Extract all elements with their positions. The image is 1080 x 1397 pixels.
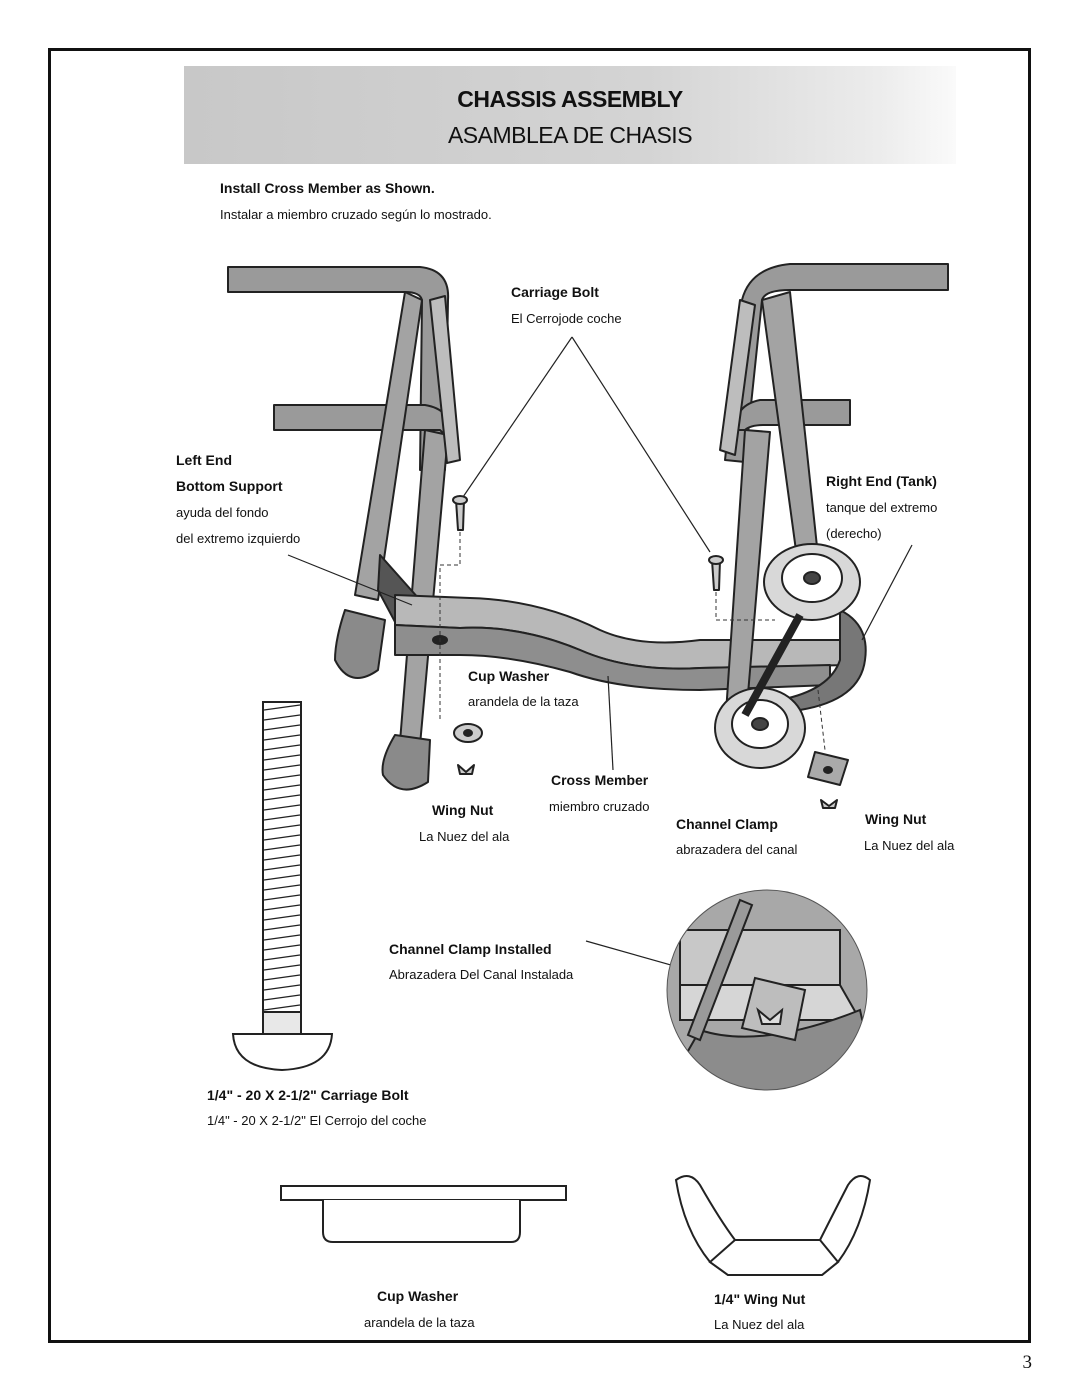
carriage-bolt-label-es: El Cerrojode coche xyxy=(511,311,622,326)
wing-nut-label-left: Wing Nut xyxy=(432,802,494,818)
carriage-bolt-label: Carriage Bolt xyxy=(511,284,599,300)
wing-nut-small-left xyxy=(457,764,475,775)
wing-nut-detail-label-es: La Nuez del ala xyxy=(714,1317,805,1332)
cup-washer-label-es: arandela de la taza xyxy=(468,694,579,709)
wing-nut-label-right: Wing Nut xyxy=(865,811,927,827)
right-end-label-es-2: (derecho) xyxy=(826,526,882,541)
channel-clamp-label-es: abrazadera del canal xyxy=(676,842,798,857)
left-rear-leg xyxy=(354,291,423,601)
bolt-spec-label-es: 1/4" - 20 X 2-1/2" El Cerrojo del coche xyxy=(207,1113,427,1128)
right-end-tank xyxy=(779,609,867,711)
cross-member-side xyxy=(394,624,831,691)
cross-member-label-es: miembro cruzado xyxy=(549,799,650,814)
cup-washer-label: Cup Washer xyxy=(468,668,550,684)
page-frame xyxy=(48,48,1031,1343)
wing-nut-small-right xyxy=(820,799,838,809)
right-end-label: Right End (Tank) xyxy=(826,473,937,489)
instruction-english: Install Cross Member as Shown. xyxy=(220,180,435,196)
wing-nut-label-right-es: La Nuez del ala xyxy=(864,838,955,853)
left-bracket xyxy=(429,295,461,464)
bolt-threads xyxy=(263,704,301,1011)
bolt-spec-label: 1/4" - 20 X 2-1/2" Carriage Bolt xyxy=(207,1087,409,1103)
channel-clamp-installed-label: Channel Clamp Installed xyxy=(389,941,552,957)
right-frame-top-rail xyxy=(724,263,949,463)
left-end-label-es-2: del extremo izquierdo xyxy=(176,531,301,546)
channel-clamp-installed-label-es: Abrazadera Del Canal Instalada xyxy=(389,967,574,982)
title-spanish: ASAMBLEA DE CHASIS xyxy=(447,122,693,148)
leader-carriage-bolt-left xyxy=(462,336,573,498)
cup-washer-detail xyxy=(280,1185,567,1243)
leader-cross-member xyxy=(607,675,614,771)
channel-clamp-installed-detail xyxy=(666,889,868,1091)
title-band xyxy=(184,66,956,164)
left-end-label: Left End xyxy=(176,452,232,468)
page-number: 3 xyxy=(1022,1352,1033,1373)
title-english: CHASSIS ASSEMBLY xyxy=(457,86,683,112)
channel-clamp-label: Channel Clamp xyxy=(676,816,778,832)
bottom-support-label: Bottom Support xyxy=(176,478,283,494)
cross-member-label: Cross Member xyxy=(551,772,649,788)
right-end-label-es-1: tanque del extremo xyxy=(826,500,938,515)
cup-washer-detail-label-es: arandela de la taza xyxy=(364,1315,475,1330)
wing-nut-detail xyxy=(674,1175,872,1276)
leader-left-end xyxy=(287,554,413,606)
wing-nut-detail-label: 1/4" Wing Nut xyxy=(714,1291,806,1307)
instruction-spanish: Instalar a miembro cruzado según lo most… xyxy=(220,207,492,222)
left-front-foot xyxy=(381,734,431,791)
wing-nut-label-left-es: La Nuez del ala xyxy=(419,829,510,844)
leader-carriage-bolt-right xyxy=(571,336,711,553)
left-end-label-es-1: ayuda del fondo xyxy=(176,505,269,520)
left-rear-foot xyxy=(334,609,386,679)
leader-right-end xyxy=(861,544,913,641)
right-bracket xyxy=(719,299,756,456)
cup-washer-detail-label: Cup Washer xyxy=(377,1288,459,1304)
right-rear-leg xyxy=(761,291,821,581)
